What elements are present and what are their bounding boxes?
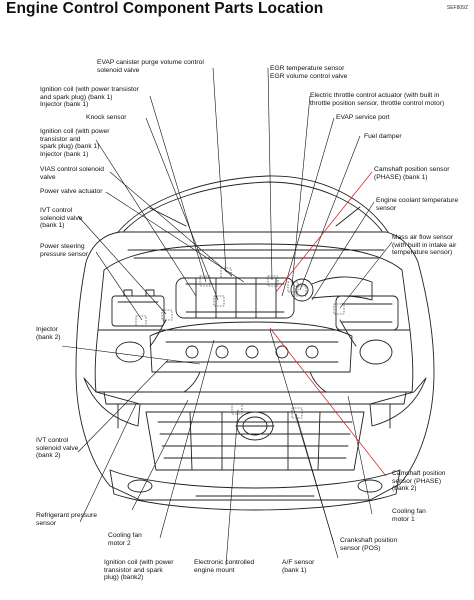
battery xyxy=(111,295,165,327)
label-af-sensor: A/F sensor (bank 1) xyxy=(282,559,315,574)
figure-code: SEF809Z xyxy=(446,5,468,11)
label-injector-bank2: Injector (bank 2) xyxy=(36,326,61,341)
label-power-steering-sensor: Power steering pressure sensor xyxy=(40,243,88,258)
label-camshaft-sensor-bank1: Camshaft position sensor (PHASE) (bank 1… xyxy=(374,166,450,181)
label-ignition-coil-bank2: Ignition coil (with power transistor and… xyxy=(104,559,174,582)
label-vias-solenoid-valve: VIAS control solenoid valve xyxy=(40,166,104,181)
label-camshaft-sensor-bank2: Camshaft position sensor (PHASE) (bank 2… xyxy=(392,470,446,493)
label-knock-sensor: Knock sensor xyxy=(86,114,127,121)
label-ignition-coil-bank1-mid: Ignition coil (with power transistor and… xyxy=(40,128,110,158)
grille xyxy=(145,411,365,471)
cam-bank2-leader xyxy=(269,327,387,477)
label-refrigerant-sensor: Refrigerant pressure sensor xyxy=(36,512,97,527)
label-cooling-fan-motor2: Cooling fan motor 2 xyxy=(108,532,142,547)
label-throttle-actuator: Electric throttle control actuator (with… xyxy=(310,92,445,107)
headlight-right xyxy=(369,377,427,427)
label-ivt-solenoid-bank1: IVT control solenoid valve (bank 1) xyxy=(40,207,83,230)
label-mass-air-flow-sensor: Mass air flow sensor (with built in inta… xyxy=(392,234,457,257)
bumper xyxy=(109,469,401,511)
hood xyxy=(117,175,389,233)
label-coolant-temp-sensor: Engine coolant temperature sensor xyxy=(376,197,459,212)
cam-bank1-leader xyxy=(275,171,373,293)
label-crankshaft-sensor: Crankshaft position sensor (POS) xyxy=(340,537,398,552)
air-cleaner xyxy=(335,295,399,331)
body-outline xyxy=(75,231,435,501)
headlight-left xyxy=(83,377,141,427)
label-engine-mount: Electronic controlled engine mount xyxy=(194,559,255,574)
label-ivt-solenoid-bank2: IVT control solenoid valve (bank 2) xyxy=(36,437,79,460)
label-ignition-coil-bank1-top: Ignition coil (with power transistor and… xyxy=(40,86,139,109)
label-cooling-fan-motor1: Cooling fan motor 1 xyxy=(392,508,426,523)
label-evap-canister-valve: EVAP canister purge volume control solen… xyxy=(97,59,204,74)
label-fuel-damper: Fuel damper xyxy=(364,133,402,140)
label-evap-service-port: EVAP service port xyxy=(336,114,390,121)
label-power-valve-actuator: Power valve actuator xyxy=(40,188,103,195)
page-title: Engine Control Component Parts Location xyxy=(6,0,324,17)
label-egr-temperature-sensor: EGR temperature sensor EGR volume contro… xyxy=(270,65,348,80)
